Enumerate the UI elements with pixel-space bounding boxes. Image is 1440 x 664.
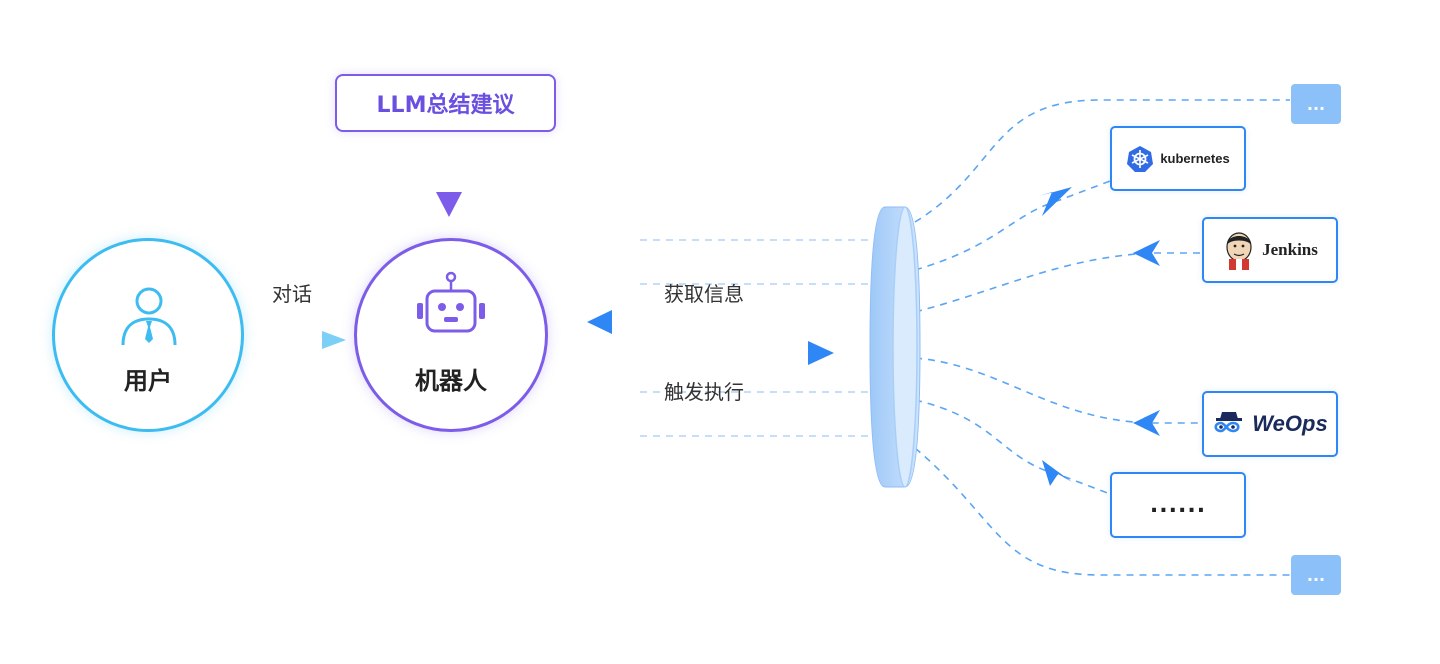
- trigger-exec-label: 触发执行: [664, 380, 744, 404]
- trigger-exec-arrowhead: [808, 341, 834, 365]
- fetch-info-label: 获取信息: [664, 282, 744, 306]
- fetch-info-arrowhead: [587, 310, 612, 334]
- llm-summary-node: LLM总结建议: [335, 74, 556, 132]
- llm-summary-label: LLM总结建议: [376, 93, 515, 118]
- more-tools-top-box: ...: [1291, 84, 1341, 124]
- left-dashed-lines: [640, 239, 880, 437]
- weops-label: WeOps: [1252, 411, 1328, 436]
- user-to-robot-arrowhead: [322, 331, 346, 349]
- gateway-disc: [869, 206, 921, 488]
- more-tools-bottom-box: ...: [1291, 555, 1341, 595]
- ellipsis-arrowhead: [1042, 460, 1072, 486]
- tool-dashed-curves: [914, 99, 1290, 576]
- jenkins-arrowhead: [1133, 240, 1160, 266]
- weops-arrowhead: [1133, 410, 1160, 436]
- user-node: 用户: [52, 238, 244, 432]
- kubernetes-label: kubernetes: [1160, 151, 1230, 166]
- more-tools-top-label: ...: [1306, 94, 1326, 114]
- k8s-arrowhead: [1039, 187, 1072, 216]
- kubernetes-box: kubernetes: [1110, 126, 1246, 191]
- weops-box: WeOps: [1202, 391, 1338, 457]
- jenkins-box: Jenkins: [1202, 217, 1338, 283]
- user-icon: [121, 287, 177, 346]
- user-label: 用户: [124, 367, 172, 395]
- robot-label: 机器人: [415, 367, 487, 395]
- jenkins-label: Jenkins: [1262, 240, 1318, 259]
- more-tools-label: ......: [1149, 492, 1207, 518]
- more-tools-box: ......: [1110, 472, 1246, 538]
- kubernetes-icon: [1127, 145, 1154, 172]
- llm-to-robot-arrowhead: [436, 192, 462, 217]
- weops-icon: [1214, 412, 1243, 433]
- dialog-label: 对话: [272, 282, 312, 306]
- robot-icon: [417, 271, 485, 333]
- robot-node: 机器人: [354, 238, 548, 432]
- more-tools-bottom-label: ...: [1306, 565, 1326, 585]
- jenkins-icon: [1226, 232, 1252, 270]
